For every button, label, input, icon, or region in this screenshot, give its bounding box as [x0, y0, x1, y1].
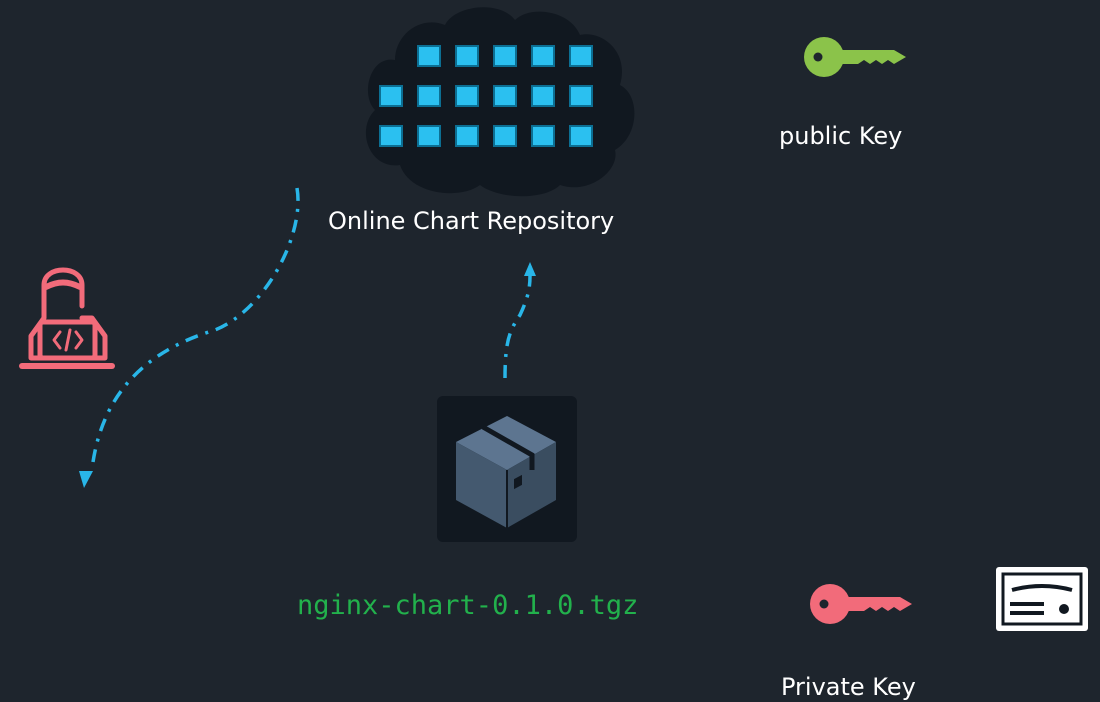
- package-box-icon: [437, 396, 577, 542]
- download-arrow: [79, 187, 300, 488]
- cloud-repository-icon: [365, 7, 635, 197]
- repository-label: Online Chart Repository: [328, 207, 615, 235]
- private-key-icon: [810, 584, 912, 624]
- upload-arrow: [503, 262, 536, 379]
- package-file-name: nginx-chart-0.1.0.tgz: [297, 590, 639, 621]
- public-key-icon: [804, 37, 906, 77]
- private-key-label: Private Key: [781, 673, 916, 701]
- public-key-label: public Key: [779, 122, 903, 150]
- repo-tile-grid: [379, 45, 593, 147]
- certificate-icon: [996, 567, 1088, 631]
- developer-laptop-icon: [19, 267, 115, 369]
